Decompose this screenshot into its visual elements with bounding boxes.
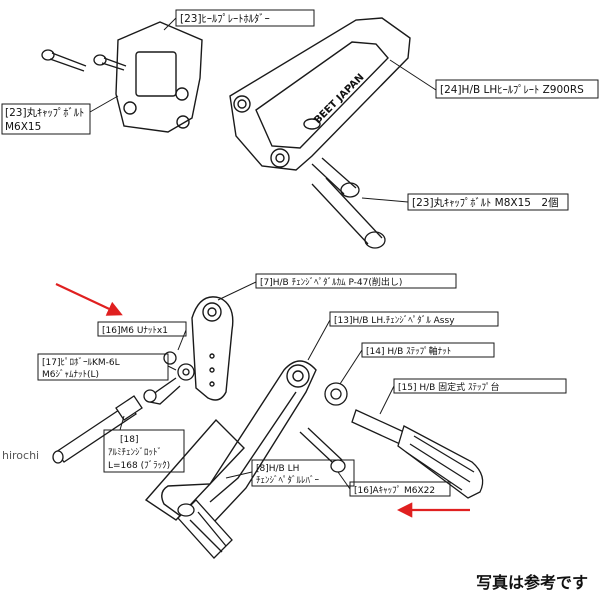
pillow-ball-joint: [143, 351, 195, 405]
label-a-cap-bolt: [16]Aｷｬｯﾌﾟ M6X22: [354, 485, 435, 496]
top-label-frames: [1, 9, 599, 211]
m6-cap-bolt: [41, 49, 127, 72]
fixed-step: [351, 409, 484, 499]
label-shift-rod-length: L=168 (ﾌﾞﾗｯｸ): [108, 460, 170, 471]
label-m6-bolt-size: M6X15: [5, 121, 41, 133]
heel-plate-holder: [115, 21, 203, 133]
change-pedal-cam: [191, 296, 234, 401]
label-pedal-cam: [7]H/B ﾁｪﾝｼﾞﾍﾟﾀﾞﾙｶﾑ P-47(削出し): [260, 276, 402, 288]
label-step-axle-nut: [14] H/B ｽﾃｯﾌﾟ軸ﾅｯﾄ: [366, 345, 451, 357]
label-pedal-lever-name: ﾁｪﾝｼﾞﾍﾟﾀﾞﾙﾚﾊﾞｰ: [256, 475, 320, 486]
toe-peg: [177, 499, 233, 559]
heel-plate: [229, 17, 411, 171]
label-heel-plate-holder: [23]ﾋｰﾙﾌﾟﾚｰﾄﾎﾙﾀﾞｰ: [180, 13, 270, 25]
label-pedal-assy: [13]H/B LH.ﾁｪﾝｼﾞﾍﾟﾀﾞﾙ Assy: [334, 315, 455, 326]
label-pillow-ball-nut: M6ｼﾞｬﾑﾅｯﾄ(L): [42, 369, 99, 380]
label-fixed-step: [15] H/B 固定式 ｽﾃｯﾌﾟ台: [398, 381, 500, 393]
label-pedal-lever: [8]H/B LH: [256, 464, 299, 474]
label-pillow-ball: [17]ﾋﾟﾛﾎﾞｰﾙKM-6L: [42, 357, 120, 368]
reference-caption: 写真は参考です: [476, 573, 588, 592]
watermark-text: hirochi: [2, 449, 39, 462]
step-axle-nut: [324, 382, 348, 406]
brand-logo-text: BEET JAPAN: [312, 72, 366, 126]
label-shift-rod-name: ｱﾙﾐﾁｪﾝｼﾞﾛｯﾄﾞ: [108, 447, 162, 458]
m8-cap-bolt: [311, 157, 386, 249]
shift-rod: [52, 395, 143, 464]
red-arrow-u-nut: [55, 283, 123, 316]
bottom-label-frames: [37, 273, 567, 497]
label-m8-bolt: [23]丸ｷｬｯﾌﾟﾎﾞﾙﾄ M8X15 2個: [412, 196, 559, 209]
label-heel-plate: [24]H/B LHﾋｰﾙﾌﾟﾚｰﾄ Z900RS: [440, 84, 584, 96]
label-u-nut: [16]M6 Uﾅｯﾄx1: [102, 325, 168, 336]
label-shift-rod-num: [18]: [120, 435, 138, 445]
a-cap-bolt: [299, 427, 346, 473]
label-m6-bolt: [23]丸ｷｬｯﾌﾟﾎﾞﾙﾄ: [5, 106, 84, 119]
